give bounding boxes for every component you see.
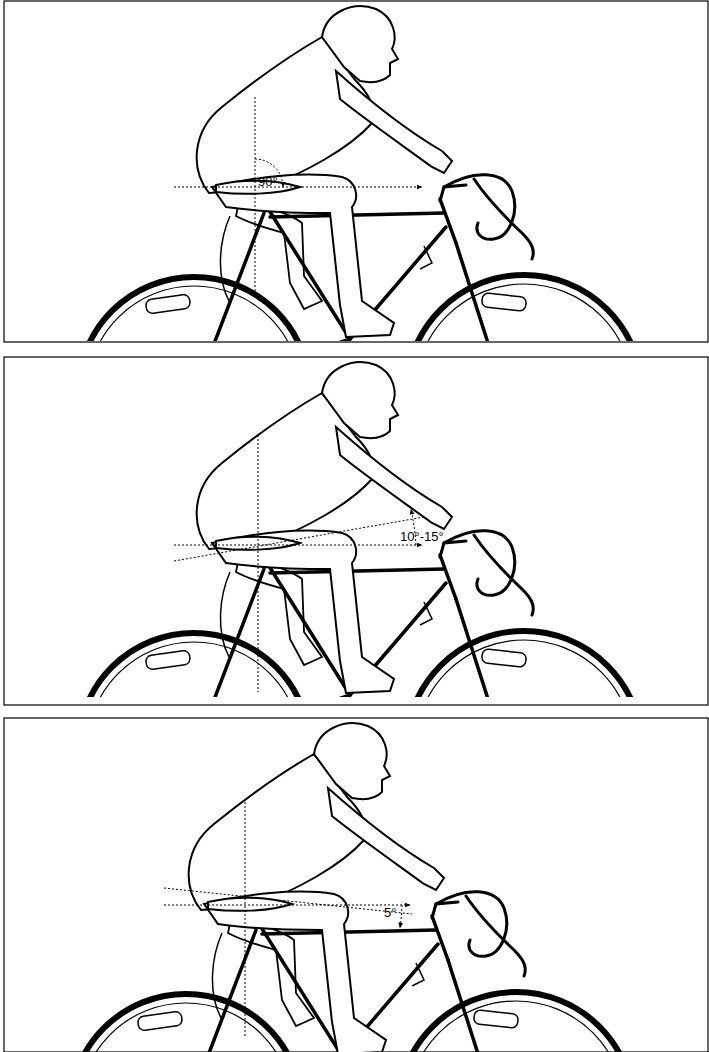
guide-lines	[164, 802, 412, 1038]
guide-lines	[174, 97, 422, 293]
angle-label: 5°	[384, 906, 396, 919]
angle-label: 10°-15°	[400, 530, 444, 543]
rider-bike	[70, 723, 634, 1052]
angle-label: 90°	[258, 175, 278, 188]
panel	[4, 718, 708, 1052]
guide-lines	[174, 435, 424, 692]
